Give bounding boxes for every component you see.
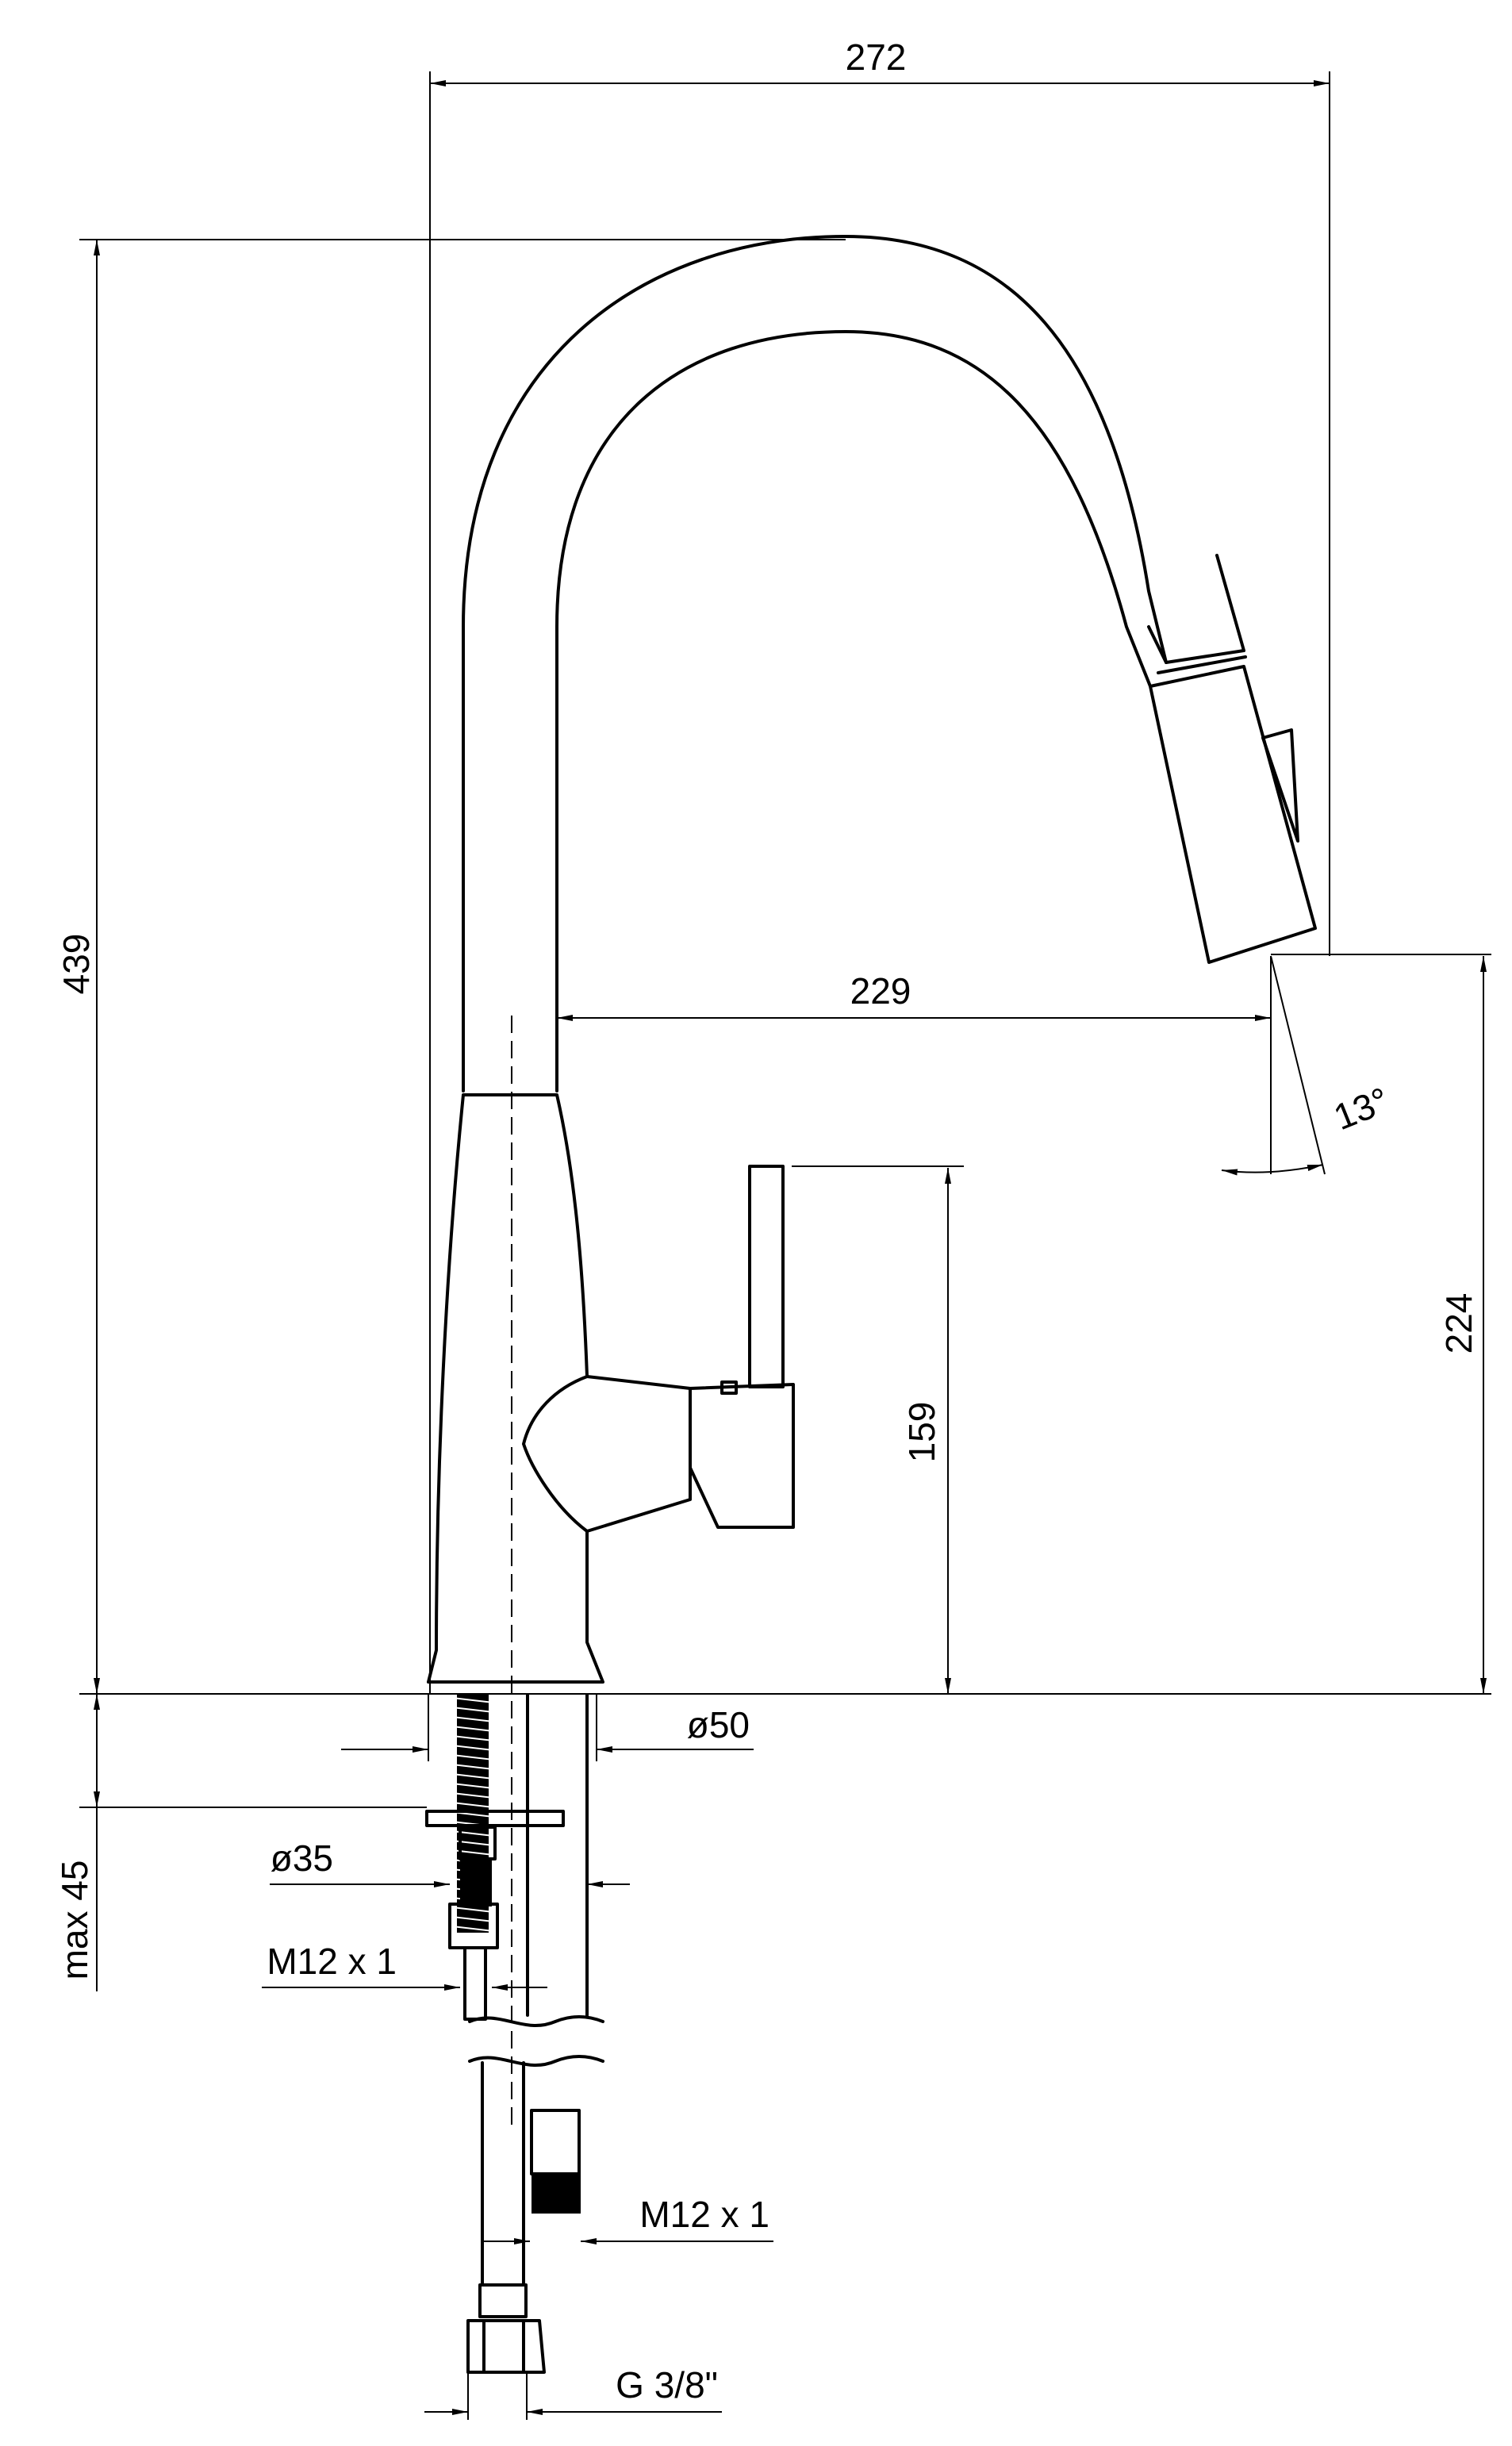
hose-lower-section bbox=[463, 1946, 487, 2021]
spray-head-ring bbox=[1157, 655, 1247, 674]
label-spout-reach: 229 bbox=[850, 970, 911, 1012]
mounting-assembly bbox=[79, 1693, 1491, 2374]
label-width-total: 272 bbox=[846, 36, 907, 78]
label-connection: G 3/8" bbox=[616, 2364, 718, 2406]
dim-connection: G 3/8" bbox=[424, 2364, 722, 2420]
dim-spout-height: 224 bbox=[1271, 954, 1491, 1694]
dim-thread-supply: M12 x 1 bbox=[484, 2194, 773, 2244]
faucet-body bbox=[427, 235, 1317, 1684]
dim-lever-height: 159 bbox=[792, 1165, 964, 1694]
label-thread-hose: M12 x 1 bbox=[267, 1941, 397, 1982]
label-base-diameter: ø50 bbox=[687, 1704, 750, 1745]
connector-nut bbox=[466, 2319, 546, 2374]
label-hole-diameter: ø35 bbox=[271, 1837, 333, 1879]
dim-counter-thickness: max 45 bbox=[54, 1694, 427, 1991]
supply-fitting bbox=[530, 2109, 581, 2175]
label-spout-height: 224 bbox=[1438, 1293, 1479, 1354]
label-counter-thickness: max 45 bbox=[54, 1860, 95, 1980]
lever-housing bbox=[585, 1375, 692, 1533]
dim-width-total: 272 bbox=[429, 36, 1330, 1694]
lever-pin bbox=[720, 1380, 738, 1395]
spout-outer-contour bbox=[462, 235, 1168, 1092]
mounting-plate bbox=[425, 1810, 565, 1827]
dim-spout-angle: 13° bbox=[1221, 955, 1395, 1176]
faucet-column bbox=[427, 1093, 604, 1684]
break-line-lower bbox=[468, 2055, 604, 2067]
spray-trigger bbox=[1261, 728, 1299, 843]
spout-inner-contour bbox=[555, 330, 1152, 1092]
dim-base-diameter: ø50 bbox=[341, 1694, 754, 1761]
label-lever-height: 159 bbox=[901, 1402, 942, 1463]
label-height-total: 439 bbox=[56, 934, 97, 995]
break-line-upper bbox=[468, 2015, 604, 2027]
connector-upper bbox=[478, 2283, 528, 2318]
lever-handle bbox=[748, 1165, 785, 1388]
dim-hole-diameter: ø35 bbox=[270, 1837, 630, 1887]
label-thread-supply: M12 x 1 bbox=[639, 2194, 769, 2235]
dim-thread-hose: M12 x 1 bbox=[262, 1941, 547, 1991]
dim-height-total: 439 bbox=[56, 239, 846, 1694]
dim-spout-reach: 229 bbox=[557, 956, 1272, 1174]
lever-cartridge bbox=[689, 1383, 795, 1529]
label-spout-angle: 13° bbox=[1328, 1079, 1395, 1138]
spray-head bbox=[1147, 554, 1317, 964]
